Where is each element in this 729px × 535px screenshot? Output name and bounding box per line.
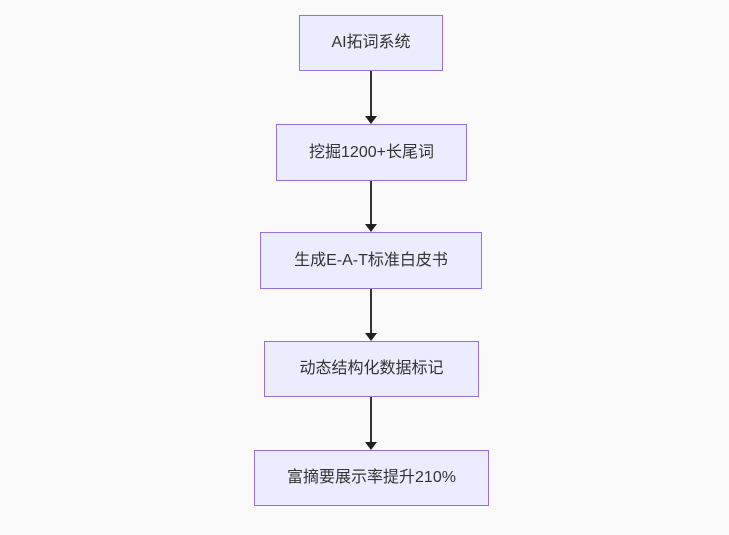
arrow-line — [370, 181, 372, 224]
edge-arrow-c-to-d — [364, 289, 378, 341]
node-label: AI拓词系统 — [331, 34, 411, 52]
arrow-head-icon — [365, 116, 377, 124]
flowchart-node-dynamic-structured-data: 动态结构化数据标记 — [264, 341, 479, 397]
flowchart-node-ai-word-expansion: AI拓词系统 — [299, 15, 443, 71]
edge-arrow-a-to-b — [364, 71, 378, 124]
arrow-line — [370, 71, 372, 116]
arrow-head-icon — [365, 333, 377, 341]
flowchart-node-rich-snippet-rate: 富摘要展示率提升210% — [254, 450, 489, 506]
arrow-line — [370, 397, 372, 442]
arrow-head-icon — [365, 442, 377, 450]
node-label: 生成E-A-T标准白皮书 — [294, 251, 448, 269]
flowchart-node-generate-eat-whitepaper: 生成E-A-T标准白皮书 — [260, 232, 482, 289]
node-label: 挖掘1200+长尾词 — [309, 143, 434, 161]
arrow-line — [370, 289, 372, 333]
node-label: 动态结构化数据标记 — [299, 360, 444, 378]
edge-arrow-b-to-c — [364, 181, 378, 232]
edge-arrow-d-to-e — [364, 397, 378, 450]
flowchart-node-mine-longtail-keywords: 挖掘1200+长尾词 — [276, 124, 467, 181]
node-label: 富摘要展示率提升210% — [287, 469, 456, 487]
arrow-head-icon — [365, 224, 377, 232]
